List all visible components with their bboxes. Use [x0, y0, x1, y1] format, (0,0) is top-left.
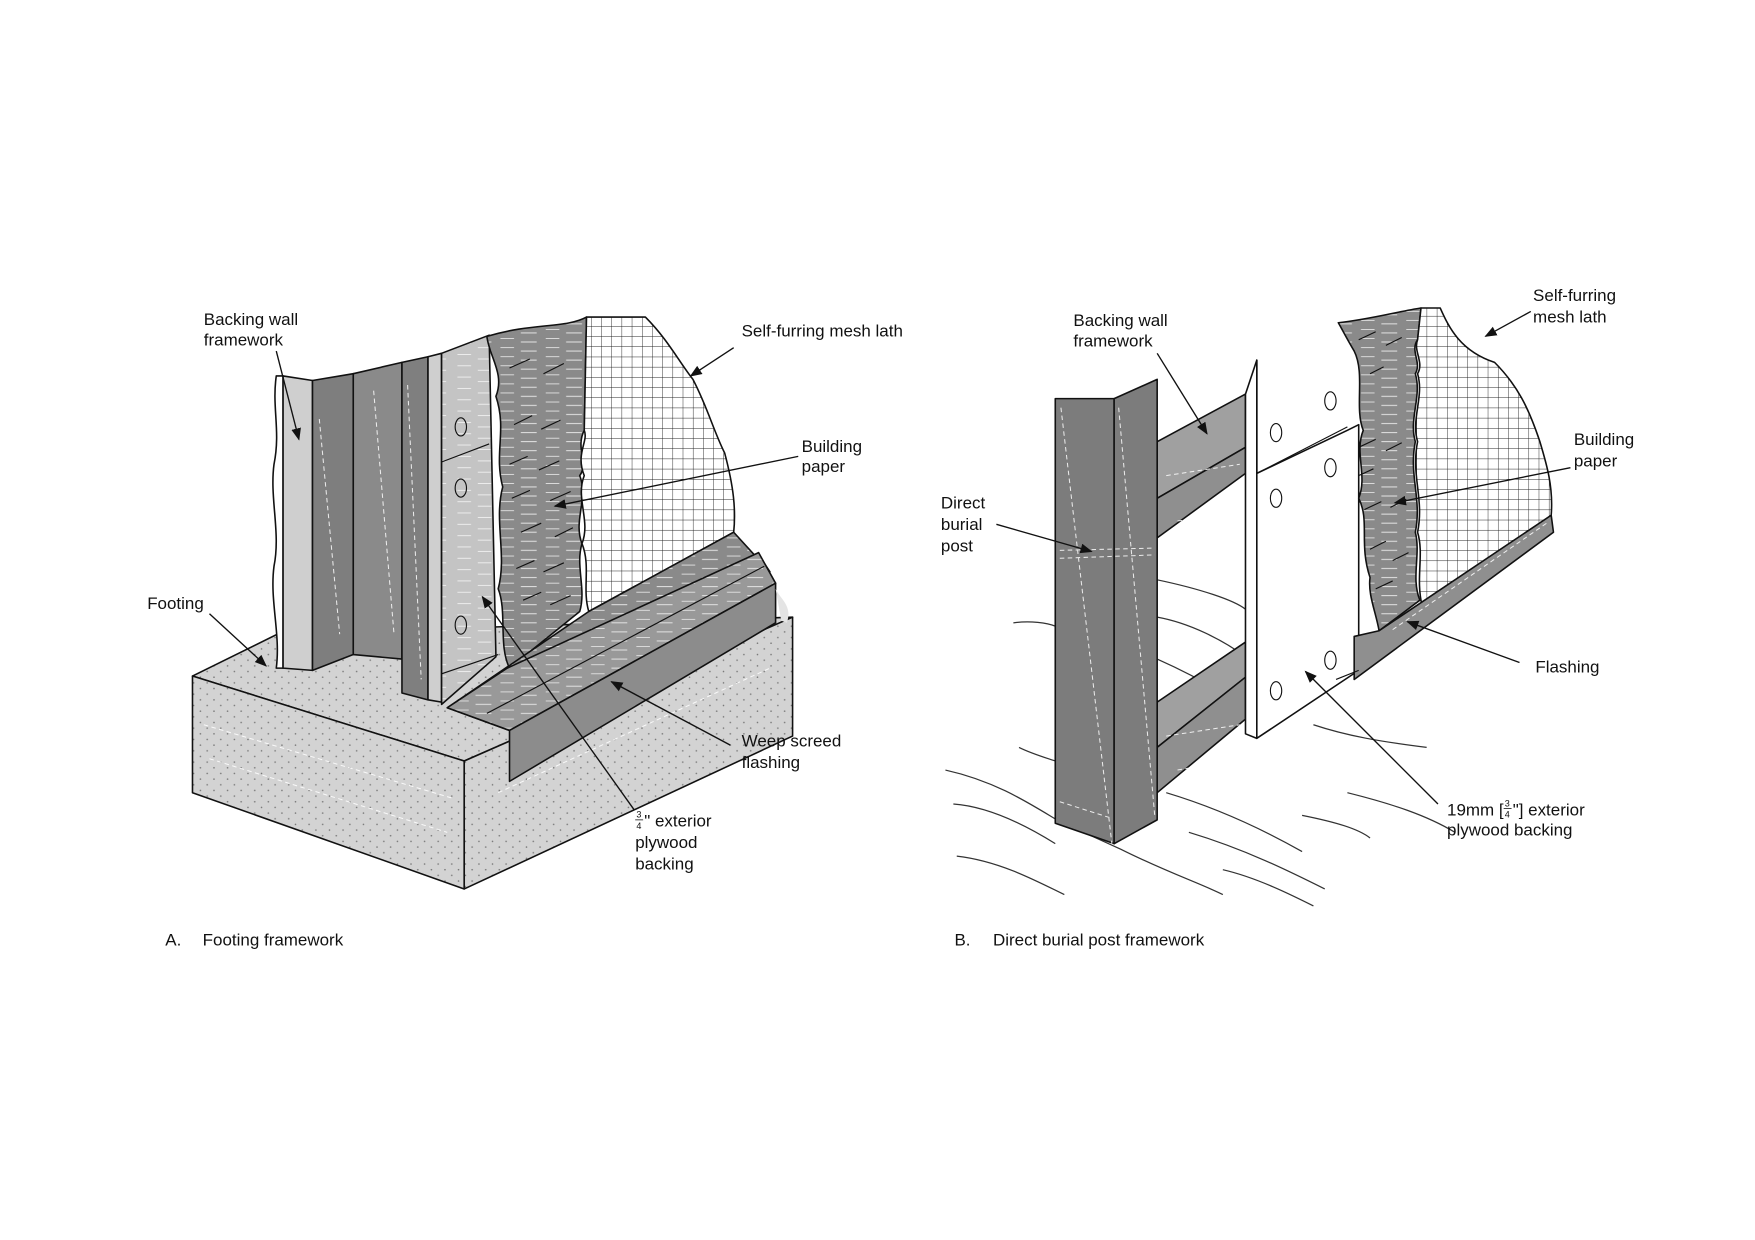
arrow-footing [209, 613, 267, 667]
self-furring-mesh-lath-b [1414, 307, 1553, 607]
label-plywood-line3: backing [635, 855, 693, 874]
caption-text-b: Direct burial post framework [993, 931, 1205, 950]
label-self-furring-b-line1: Self-furring [1533, 286, 1616, 305]
backing-wall-stud-right [401, 352, 443, 703]
fastener-hole [1324, 650, 1337, 670]
label-direct-burial-line2: burial [941, 515, 983, 534]
arrow-backing-wall-b [1156, 352, 1208, 435]
backing-wall-rails [1156, 393, 1247, 794]
backing-wall-stud-left [272, 361, 403, 672]
panel-b-direct-burial-post-framework: Backing wall framework Self-furring mesh… [941, 286, 1634, 949]
panel-a-labels: Backing wall framework Self-furring mesh… [147, 310, 903, 874]
fastener-hole [454, 615, 468, 635]
label-backing-wall-b-line1: Backing wall [1073, 311, 1167, 330]
arrow-building-paper-b [1393, 467, 1571, 506]
label-plywood-line2: plywood [635, 833, 697, 852]
caption-text-a: Footing framework [203, 931, 344, 950]
plywood-backing-panel [1244, 359, 1360, 740]
fastener-hole [1269, 681, 1283, 701]
label-flashing: Flashing [1535, 658, 1599, 677]
label-plywood-b-line2: plywood backing [1447, 821, 1572, 840]
label-self-furring-mesh-lath: Self-furring mesh lath [742, 321, 903, 340]
label-building-paper-line2: paper [802, 457, 846, 476]
weep-screed-flashing [446, 531, 789, 783]
label-direct-burial-line3: post [941, 536, 973, 555]
label-footing: Footing [147, 594, 204, 613]
fastener-hole [454, 417, 468, 437]
label-plywood-line1: " exterior [644, 812, 712, 831]
label-direct-burial-line1: Direct [941, 493, 986, 512]
arrow-mesh-lath [689, 347, 735, 377]
panel-b-caption: B. Direct burial post framework [954, 931, 1204, 950]
label-plywood-fraction-numerator: 3 [636, 810, 641, 820]
arrow-direct-burial-post [996, 523, 1093, 554]
flashing-b [1335, 514, 1555, 681]
panel-b-leaders [996, 310, 1571, 805]
label-plywood-b-suffix: "] exterior [1513, 800, 1585, 819]
caption-letter-b: B. [954, 931, 970, 950]
arrow-backing-wall [275, 350, 301, 441]
fastener-hole [454, 478, 468, 498]
panel-a-leaders [209, 347, 799, 811]
direct-burial-post [1054, 378, 1158, 845]
label-backing-wall-line2: framework [204, 330, 284, 349]
label-plywood-b-prefix: 19mm [ [1447, 800, 1504, 819]
fastener-hole [1269, 488, 1283, 508]
label-building-paper-b-line1: Building [1574, 430, 1634, 449]
label-self-furring-b-line2: mesh lath [1533, 308, 1607, 327]
fastener-hole [1324, 458, 1337, 478]
plywood-backing [440, 334, 499, 706]
panel-a-footing-framework: Backing wall framework Self-furring mesh… [147, 310, 903, 950]
arrow-building-paper [553, 455, 799, 509]
label-plywood-b-fraction-numerator: 3 [1505, 798, 1510, 808]
arrow-plywood [481, 595, 635, 811]
caption-letter-a: A. [165, 931, 181, 950]
arrow-plywood-b [1304, 670, 1439, 805]
panel-a-caption: A. Footing framework [165, 931, 343, 950]
label-weep-screed-line2: flashing [742, 753, 800, 772]
arrow-mesh-lath-b [1484, 310, 1532, 337]
label-building-paper-line1: Building [802, 437, 862, 456]
panel-b-labels: Backing wall framework Self-furring mesh… [941, 286, 1634, 840]
label-plywood-fraction-denominator: 4 [636, 821, 641, 831]
label-building-paper-b-line2: paper [1574, 452, 1618, 471]
fastener-hole [1324, 391, 1337, 411]
arrow-flashing [1406, 620, 1520, 664]
label-backing-wall-line1: Backing wall [204, 310, 298, 329]
label-plywood-b-fraction-denominator: 4 [1505, 810, 1510, 820]
arrow-weep-screed [610, 681, 731, 746]
fastener-hole [1269, 422, 1283, 443]
label-backing-wall-b-line2: framework [1073, 332, 1153, 351]
label-weep-screed-line1: Weep screed [742, 731, 842, 750]
building-paper [486, 316, 588, 669]
